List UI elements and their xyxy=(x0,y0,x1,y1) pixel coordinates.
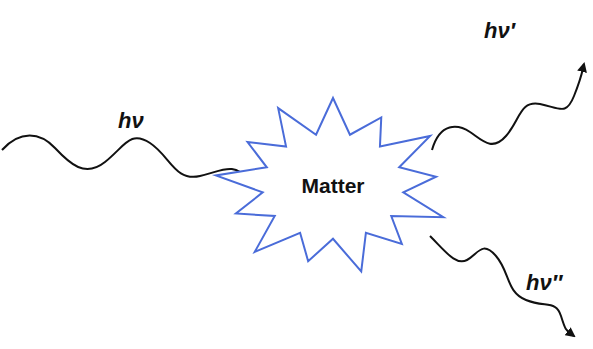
photon-energy-label: hν′ xyxy=(484,18,515,44)
matter-burst: Matter xyxy=(215,98,451,274)
incoming-photon xyxy=(2,136,250,181)
starburst-path xyxy=(216,98,443,271)
node-label: Matter xyxy=(301,174,364,198)
scattered-photon xyxy=(432,64,584,150)
scattered-photon xyxy=(430,236,574,336)
photon-energy-label: hν xyxy=(118,108,144,134)
photon-energy-label: hν″ xyxy=(526,270,562,296)
